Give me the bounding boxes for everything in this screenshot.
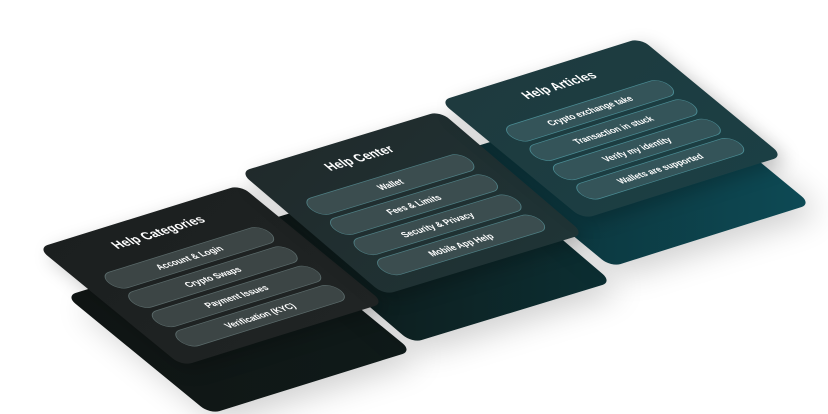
menu-item-label: Wallet: [374, 177, 407, 193]
